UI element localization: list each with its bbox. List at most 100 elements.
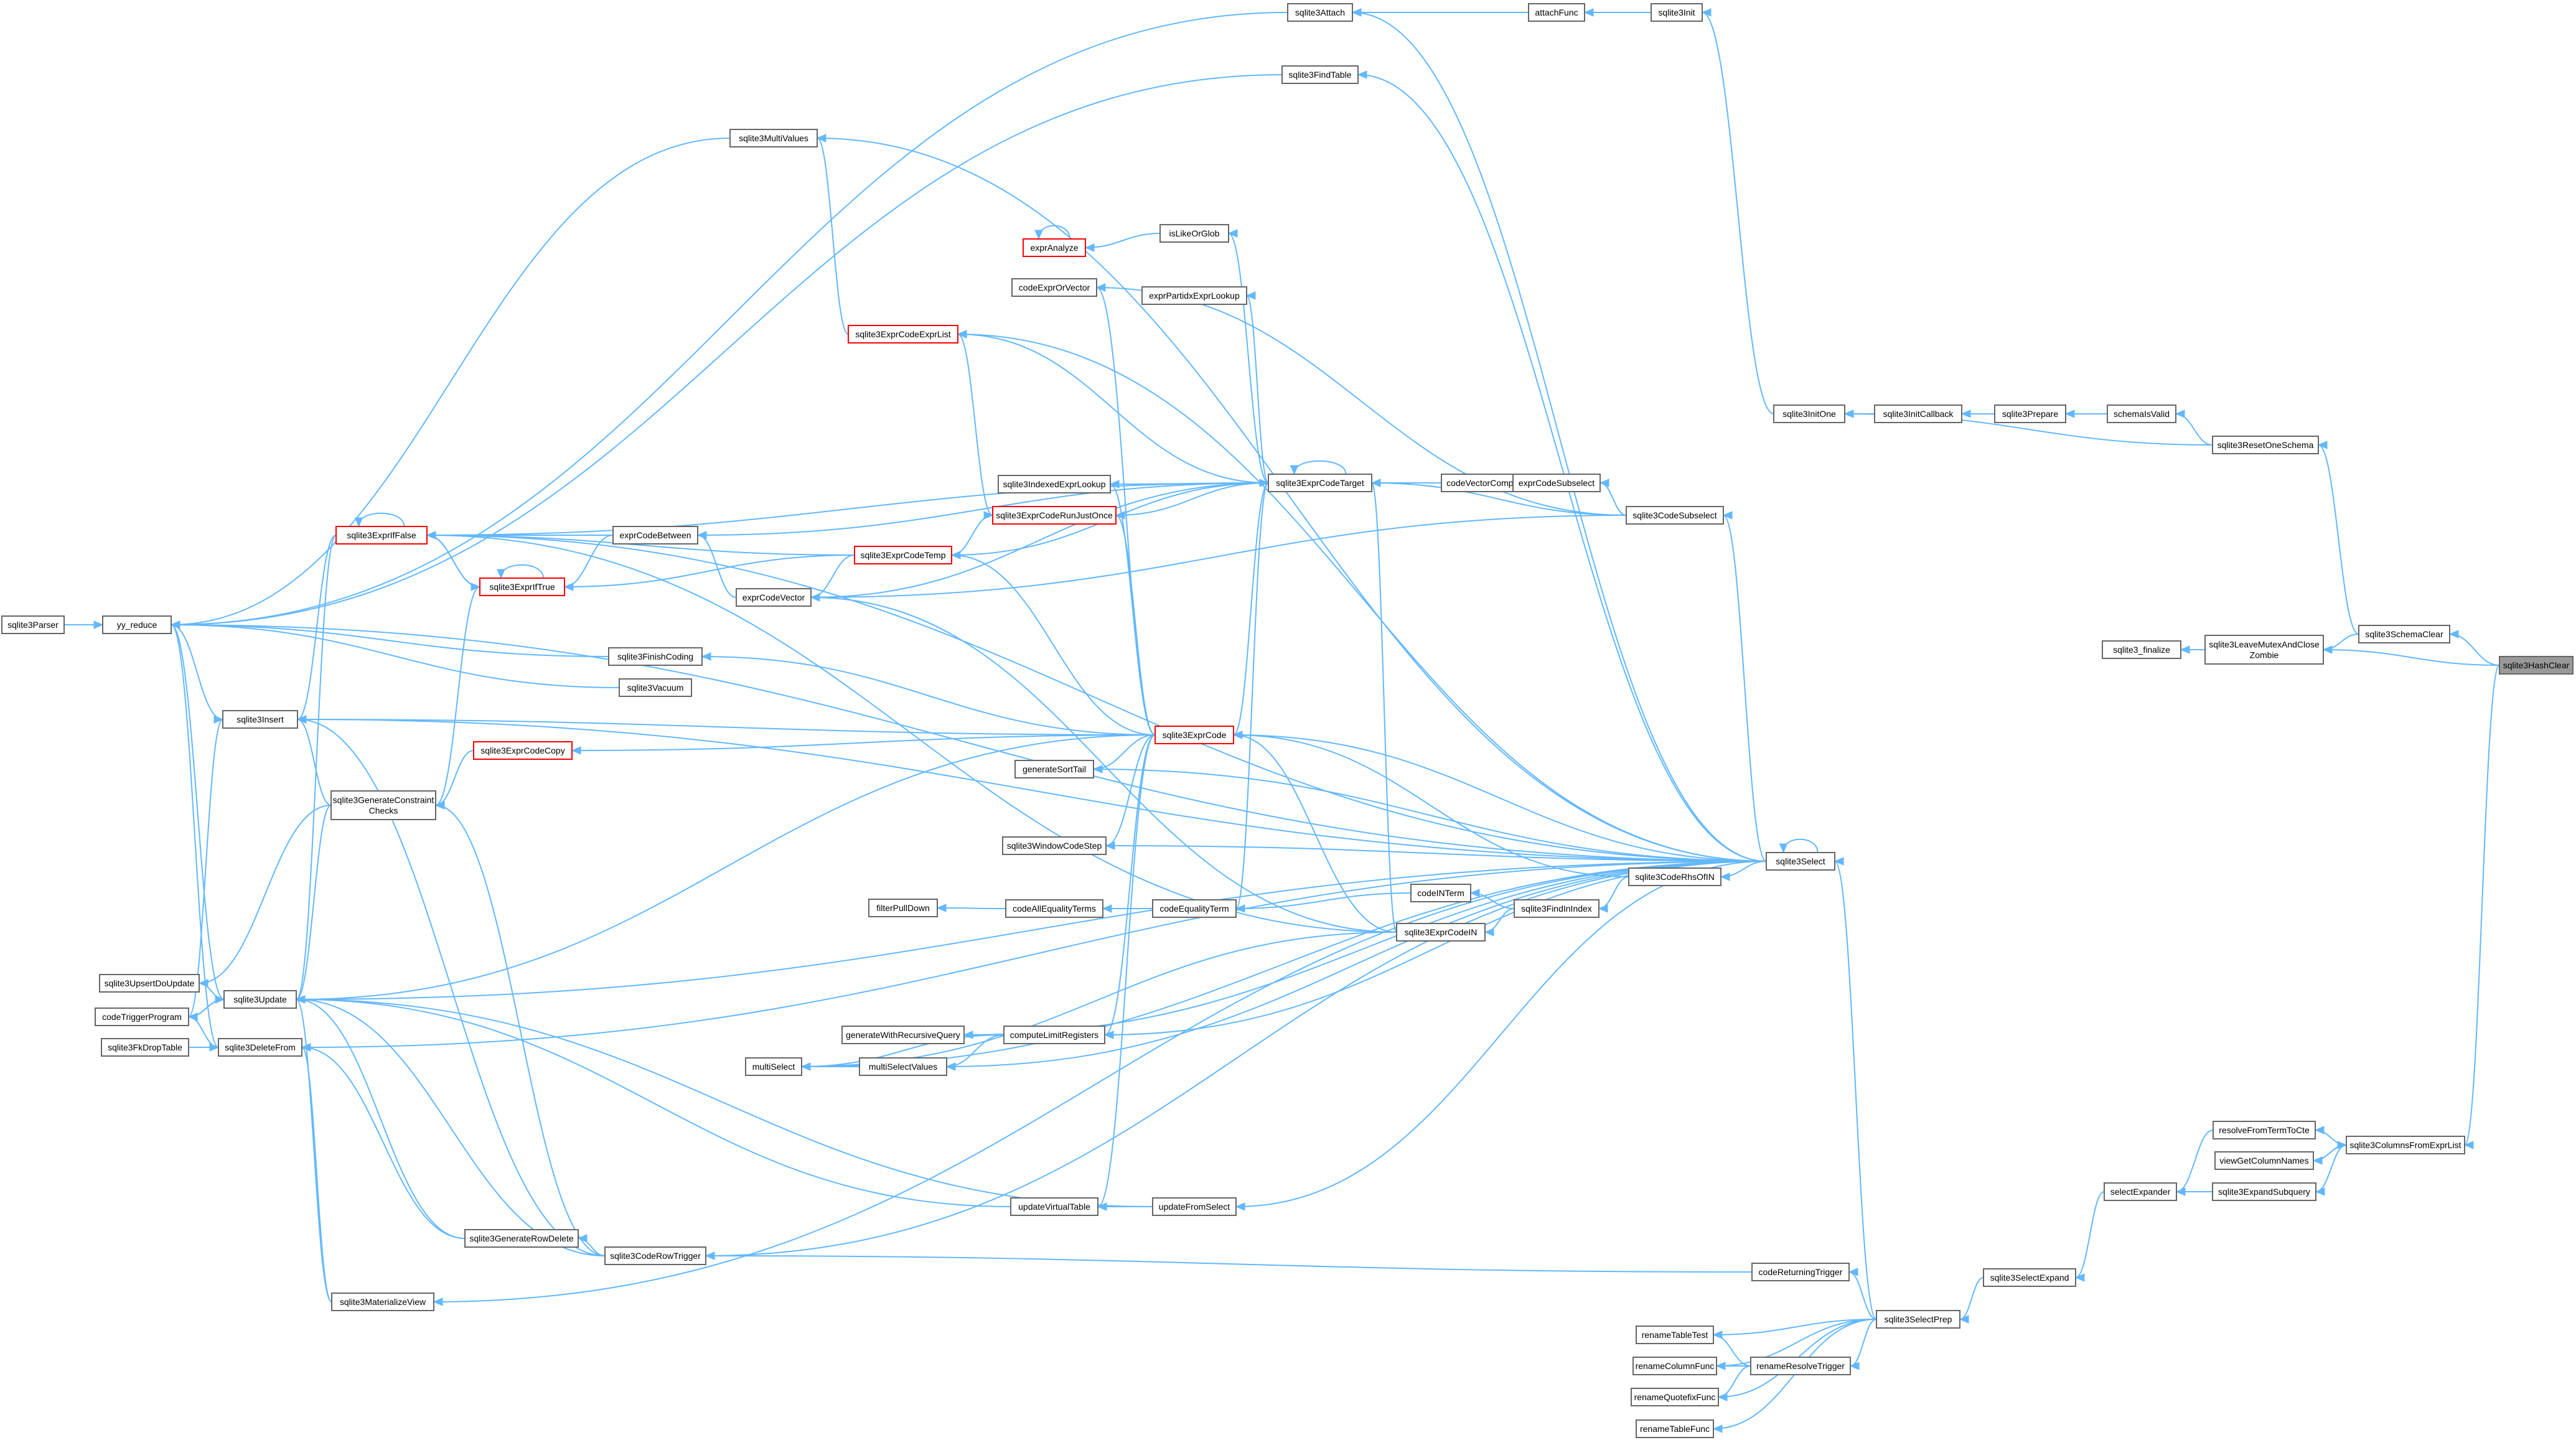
node-box [1410, 884, 1471, 902]
edge-line [301, 1047, 332, 1302]
node-renametabletest[interactable]: renameTableTest [1636, 1325, 1714, 1344]
node-sqlite3attach[interactable]: sqlite3Attach [1287, 3, 1353, 22]
edge-sqlite3selectprep-to-renameresolvetrigger [1849, 1319, 1877, 1370]
node-filterpulldown[interactable]: filterPullDown [868, 899, 938, 917]
node-sqlite3prepare[interactable]: sqlite3Prepare [1994, 404, 2066, 423]
node-sqlite3schemaclear[interactable]: sqlite3SchemaClear [2358, 625, 2450, 643]
edge-line [297, 535, 337, 720]
node-multiselectvalues[interactable]: multiSelectValues [859, 1057, 947, 1076]
edge-line [810, 482, 1269, 598]
node-codeequalityterm[interactable]: codeEqualityTerm [1152, 899, 1237, 918]
node-box [1155, 726, 1234, 744]
node-sqlite3exprcode[interactable]: sqlite3ExprCode [1155, 726, 1234, 744]
node-renameresolvetrigger[interactable]: renameResolveTrigger [1750, 1357, 1851, 1375]
node-sqlite3_finalize[interactable]: sqlite3_finalize [2102, 640, 2181, 659]
edge-line [297, 719, 1767, 862]
node-sqlite3fkdroptable[interactable]: sqlite3FkDropTable [101, 1038, 189, 1057]
node-sqlite3findinindex[interactable]: sqlite3FindInIndex [1514, 899, 1599, 918]
node-sqlite3init[interactable]: sqlite3Init [1651, 3, 1703, 22]
node-sqlite3upsertdoupdate[interactable]: sqlite3UpsertDoUpdate [99, 974, 200, 993]
node-sqlite3exprcodein[interactable]: sqlite3ExprCodeIN [1396, 923, 1486, 942]
edge-arrowhead [1232, 731, 1243, 739]
node-box [1152, 1197, 1237, 1216]
node-schemaisvalid[interactable]: schemaIsValid [2107, 404, 2176, 423]
edge-line [171, 624, 219, 1048]
node-sqlite3generaterowdelete[interactable]: sqlite3GenerateRowDelete [464, 1229, 579, 1248]
node-codetriggerprogram[interactable]: codeTriggerProgram [95, 1008, 189, 1026]
node-sqlite3indexedexprlookup[interactable]: sqlite3IndexedExprLookup [998, 475, 1111, 493]
node-sqlite3deletefrom[interactable]: sqlite3DeleteFrom [218, 1038, 302, 1057]
node-sqlite3expriffalse[interactable]: sqlite3ExprIfFalse [335, 526, 428, 545]
edge-arrowhead [1583, 8, 1594, 17]
node-sqlite3windowcodestep[interactable]: sqlite3WindowCodeStep [1002, 836, 1107, 855]
node-yy_reduce[interactable]: yy_reduce [102, 615, 172, 634]
node-sqlite3exprcodetarget[interactable]: sqlite3ExprCodeTarget [1268, 474, 1372, 492]
edge-sqlite3selectprep-to-codereturningtrigger [1848, 1268, 1877, 1320]
node-sqlite3coderhsofin[interactable]: sqlite3CodeRhsOfIN [1628, 867, 1721, 886]
node-generatewithrecursivequery[interactable]: generateWithRecursiveQuery [841, 1026, 965, 1044]
node-sqlite3findtable[interactable]: sqlite3FindTable [1281, 65, 1359, 84]
node-sqlite3parser[interactable]: sqlite3Parser [1, 615, 65, 634]
node-exprcodebetween[interactable]: exprCodeBetween [612, 526, 698, 545]
node-sqlite3select[interactable]: sqlite3Select [1766, 852, 1835, 871]
node-sqlite3codesubselect[interactable]: sqlite3CodeSubselect [1626, 506, 1724, 525]
node-attachfunc[interactable]: attachFunc [1528, 3, 1585, 22]
node-updatefromselect[interactable]: updateFromSelect [1152, 1197, 1237, 1216]
node-sqlite3initcallback[interactable]: sqlite3InitCallback [1874, 404, 1962, 423]
node-sqlite3coderowtrigger[interactable]: sqlite3CodeRowTrigger [604, 1246, 706, 1265]
node-selectexpander[interactable]: selectExpander [2104, 1182, 2177, 1201]
node-sqlite3update[interactable]: sqlite3Update [223, 990, 297, 1009]
node-sqlite3finishcoding[interactable]: sqlite3FinishCoding [608, 647, 703, 666]
node-generatesorttail[interactable]: generateSortTail [1014, 760, 1094, 778]
node-updatevirtualtable[interactable]: updateVirtualTable [1010, 1197, 1098, 1216]
node-sqlite3exprcodetemp[interactable]: sqlite3ExprCodeTemp [854, 546, 952, 564]
node-label: multiSelect [752, 1062, 795, 1072]
node-sqlite3vacuum[interactable]: sqlite3Vacuum [619, 678, 692, 697]
node-renamequotefixfunc[interactable]: renameQuotefixFunc [1631, 1388, 1719, 1406]
node-exprcodevector[interactable]: exprCodeVector [736, 588, 812, 607]
node-sqlite3expriftrue[interactable]: sqlite3ExprIfTrue [479, 577, 565, 596]
node-sqlite3multivalues[interactable]: sqlite3MultiValues [729, 129, 818, 147]
edge-sqlite3select-to-sqlite3update [295, 861, 1767, 1004]
edge-line [571, 734, 1156, 751]
node-box [1876, 1310, 1960, 1329]
node-box [331, 1293, 434, 1311]
node-label: renameResolveTrigger [1756, 1361, 1845, 1371]
edge-attachfunc-to-sqlite3attach [1351, 8, 1529, 17]
node-sqlite3selectprep[interactable]: sqlite3SelectPrep [1876, 1310, 1960, 1329]
node-sqlite3resetoneschema[interactable]: sqlite3ResetOneSchema [2212, 436, 2319, 454]
node-sqlite3exprcodecopy[interactable]: sqlite3ExprCodeCopy [473, 741, 573, 760]
node-renametablefunc[interactable]: renameTableFunc [1636, 1419, 1714, 1438]
node-sqlite3columnsfromexprlist[interactable]: sqlite3ColumnsFromExprList [2346, 1136, 2465, 1154]
node-codeexprorvector[interactable]: codeExprOrVector [1011, 278, 1097, 297]
edge-line [957, 334, 993, 516]
node-sqlite3initone[interactable]: sqlite3InitOne [1773, 404, 1845, 423]
node-exprcodesubselect[interactable]: exprCodeSubselect [1512, 474, 1601, 492]
edge-arrowhead [1712, 1330, 1723, 1339]
edge-line [957, 334, 1767, 862]
node-multiselect[interactable]: multiSelect [745, 1057, 802, 1076]
edge-arrowhead [1722, 511, 1733, 520]
node-renamecolumnfunc[interactable]: renameColumnFunc [1632, 1357, 1717, 1375]
node-computelimitregisters[interactable]: computeLimitRegisters [1003, 1026, 1105, 1044]
node-exprpartidxexprlookup[interactable]: exprPartidxExprLookup [1141, 286, 1247, 305]
node-resolvefromtermtocte[interactable]: resolveFromTermToCte [2213, 1121, 2316, 1139]
node-sqlite3materializeview[interactable]: sqlite3MaterializeView [331, 1293, 434, 1311]
edge-line [296, 999, 1011, 1207]
node-codeinterm[interactable]: codeINTerm [1410, 884, 1471, 902]
node-sqlite3exprcoderunjustonce[interactable]: sqlite3ExprCodeRunJustOnce [992, 506, 1117, 525]
edge-line [296, 999, 466, 1239]
node-expranalyze[interactable]: exprAnalyze [1023, 238, 1086, 257]
node-box [854, 546, 952, 564]
node-codereturningtrigger[interactable]: codeReturningTrigger [1751, 1263, 1850, 1281]
node-sqlite3insert[interactable]: sqlite3Insert [222, 710, 298, 729]
node-codeallequalityterms[interactable]: codeAllEqualityTerms [1005, 899, 1103, 918]
node-islikeorglob[interactable]: isLikeOrGlob [1159, 224, 1229, 243]
node-viewgetcolumnnames[interactable]: viewGetColumnNames [2214, 1151, 2314, 1170]
node-sqlite3exprcodeexprlist[interactable]: sqlite3ExprCodeExprList [848, 325, 958, 344]
node-sqlite3selectexpand[interactable]: sqlite3SelectExpand [1983, 1268, 2076, 1287]
node-sqlite3expandsubquery[interactable]: sqlite3ExpandSubquery [2212, 1182, 2316, 1201]
edge-arrowhead [2317, 441, 2328, 449]
